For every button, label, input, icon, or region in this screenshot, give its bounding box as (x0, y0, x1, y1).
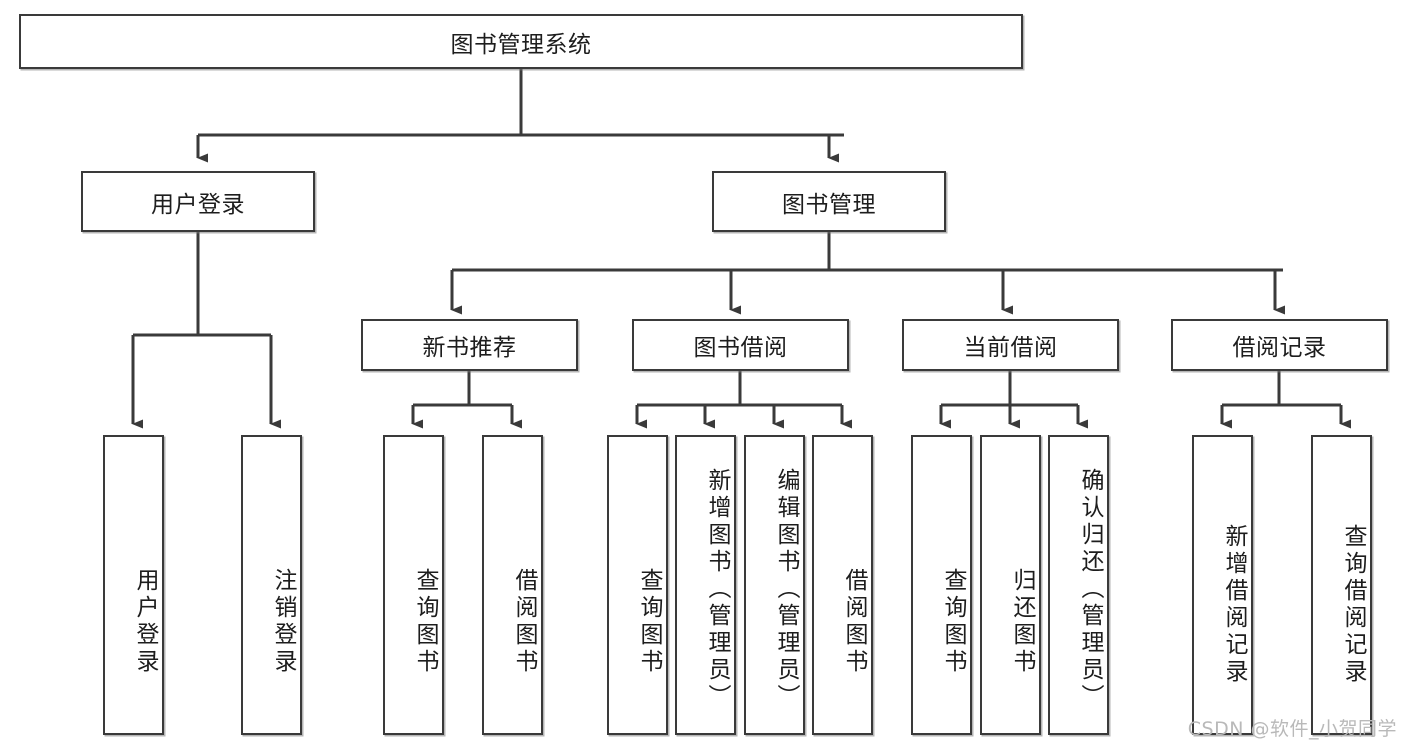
leaf-confirm-return-admin[interactable]: 确认归还（管理员） (1048, 435, 1109, 735)
node-root-book-management-system[interactable]: 图书管理系统 (19, 14, 1023, 69)
node-book-management-label: 图书管理 (782, 191, 876, 218)
leaf-borrow-book-recommend[interactable]: 借阅图书 (482, 435, 543, 735)
leaf-edit-book-admin-label: 编辑图书（管理员） (773, 467, 799, 711)
leaf-query-book-borrow-label: 查询图书 (636, 568, 662, 676)
leaf-query-borrow-record-label: 查询借阅记录 (1340, 524, 1366, 686)
node-current-borrow[interactable]: 当前借阅 (902, 319, 1119, 371)
node-current-borrow-label: 当前借阅 (963, 335, 1058, 361)
leaf-logout[interactable]: 注销登录 (241, 435, 302, 735)
leaf-query-book-borrow[interactable]: 查询图书 (607, 435, 668, 735)
leaf-confirm-return-admin-label: 确认归还（管理员） (1077, 467, 1103, 711)
leaf-user-login[interactable]: 用户登录 (103, 435, 164, 735)
leaf-borrow-book-borrow-label: 借阅图书 (841, 568, 867, 676)
node-book-borrow-label: 图书借阅 (693, 335, 788, 361)
leaf-add-book-admin-label: 新增图书（管理员） (704, 467, 730, 711)
node-new-book-recommend[interactable]: 新书推荐 (361, 319, 578, 371)
node-book-borrow[interactable]: 图书借阅 (632, 319, 849, 371)
leaf-query-book-current[interactable]: 查询图书 (911, 435, 972, 735)
node-new-book-recommend-label: 新书推荐 (422, 335, 517, 361)
leaf-add-book-admin[interactable]: 新增图书（管理员） (675, 435, 736, 735)
node-borrow-record[interactable]: 借阅记录 (1171, 319, 1388, 371)
leaf-borrow-book-borrow[interactable]: 借阅图书 (812, 435, 873, 735)
node-root-label: 图书管理系统 (450, 31, 592, 58)
leaf-return-book-label: 归还图书 (1009, 568, 1035, 676)
watermark-text: CSDN @软件_小贺同学 (1187, 718, 1397, 740)
leaf-query-book-recommend[interactable]: 查询图书 (383, 435, 444, 735)
node-book-management[interactable]: 图书管理 (712, 171, 946, 232)
leaf-add-borrow-record-label: 新增借阅记录 (1221, 524, 1247, 686)
leaf-return-book[interactable]: 归还图书 (980, 435, 1041, 735)
node-user-login-label: 用户登录 (151, 191, 245, 218)
leaf-query-borrow-record[interactable]: 查询借阅记录 (1311, 435, 1372, 735)
leaf-edit-book-admin[interactable]: 编辑图书（管理员） (744, 435, 805, 735)
leaf-borrow-book-recommend-label: 借阅图书 (511, 568, 537, 676)
leaf-query-book-recommend-label: 查询图书 (412, 568, 438, 676)
leaf-query-book-current-label: 查询图书 (940, 568, 966, 676)
node-borrow-record-label: 借阅记录 (1232, 335, 1327, 361)
leaf-user-login-label: 用户登录 (132, 568, 158, 676)
leaf-add-borrow-record[interactable]: 新增借阅记录 (1192, 435, 1253, 735)
leaf-logout-label: 注销登录 (270, 568, 296, 676)
node-user-login[interactable]: 用户登录 (81, 171, 315, 232)
